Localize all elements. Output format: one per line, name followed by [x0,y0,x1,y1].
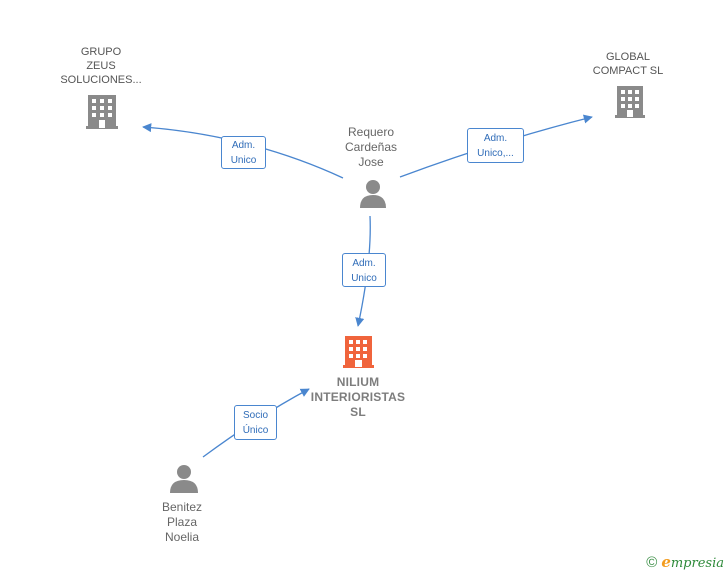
person-label-benitez[interactable]: Benitez Plaza Noelia [161,500,203,544]
person-icon[interactable] [170,465,198,493]
company-label-nilium[interactable]: NILIUM INTERIORISTAS SL [310,375,406,419]
copyright-icon: © [646,553,658,571]
company-label-global-compact[interactable]: GLOBAL COMPACT SL [592,51,664,77]
company-label-grupo-zeus[interactable]: GRUPO ZEUS SOLUCIONES... [60,46,142,86]
edge-label-requero-global: Adm. Unico,... [467,128,524,163]
footer-brand: © empresia [646,553,724,571]
person-icon[interactable] [360,180,386,208]
building-icon[interactable] [615,86,645,118]
edge-label-benitez-nilium: Socio Único [234,405,277,440]
edge-label-requero-nilium: Adm. Unico [342,253,386,287]
edge-label-requero-grupo: Adm. Unico [221,136,266,169]
person-label-requero[interactable]: Requero Cardeñas Jose [344,125,398,169]
brand-logo: empresia [661,553,724,571]
building-icon[interactable] [86,95,118,129]
main-building-icon[interactable] [343,336,374,368]
